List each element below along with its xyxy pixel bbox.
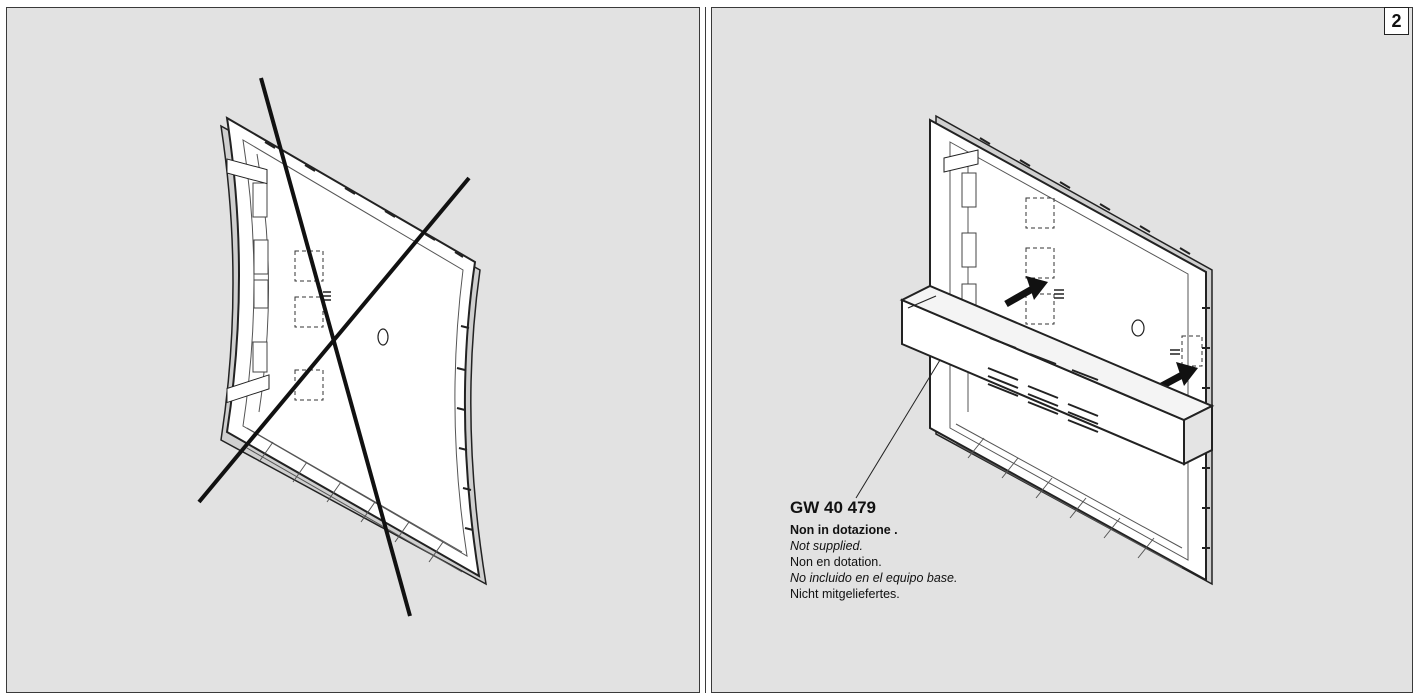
note-german: Nicht mitgeliefertes. (790, 587, 900, 601)
wall-plate-crossed-illustration (197, 77, 487, 617)
panel-correct-mounting: GW 40 479 Non in dotazione . Not supplie… (711, 7, 1413, 693)
cross-line-1 (259, 77, 412, 617)
panel-incorrect-mounting (6, 7, 700, 693)
cross-line-2 (197, 176, 471, 504)
page-number: 2 (1384, 7, 1409, 35)
adapter-box (899, 284, 1215, 466)
note-spanish: No incluido en el equipo base. (790, 571, 958, 585)
note-italian: Non in dotazione . (790, 523, 898, 537)
wall-plate (225, 116, 481, 578)
leader-line (855, 359, 941, 499)
note-english: Not supplied. (790, 539, 863, 553)
note-french: Non en dotation. (790, 555, 882, 569)
product-code: GW 40 479 (790, 498, 876, 517)
product-note: GW 40 479 Non in dotazione . Not supplie… (790, 498, 957, 602)
wall-plate-adapter-illustration (855, 114, 1215, 586)
panel-divider (705, 7, 706, 693)
